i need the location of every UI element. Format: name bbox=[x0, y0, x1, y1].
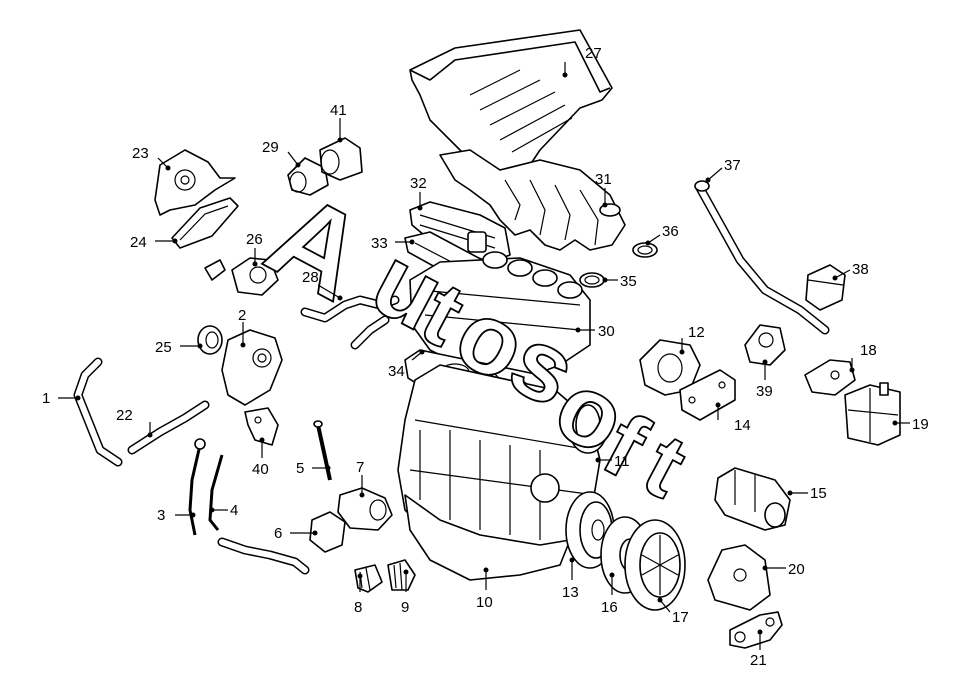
callout-41: 41 bbox=[330, 102, 347, 119]
callout-28: 28 bbox=[302, 269, 319, 286]
part-38-block bbox=[805, 264, 846, 311]
callout-24: 24 bbox=[130, 234, 147, 251]
callout-17: 17 bbox=[672, 609, 689, 626]
part-36-oring bbox=[632, 242, 658, 258]
part-41-intake-duct bbox=[319, 137, 363, 181]
callout-35: 35 bbox=[620, 273, 637, 290]
part-6-housing bbox=[309, 511, 346, 553]
part-8-filter bbox=[354, 564, 383, 593]
part-17-pressure-plate bbox=[624, 519, 686, 611]
callout-13: 13 bbox=[562, 584, 579, 601]
callout-23: 23 bbox=[132, 145, 149, 162]
part-7-outlet bbox=[337, 487, 393, 531]
callout-36: 36 bbox=[662, 223, 679, 240]
part-21-torque-rod bbox=[729, 611, 783, 649]
callout-30: 30 bbox=[598, 323, 615, 340]
callout-2: 2 bbox=[238, 307, 246, 324]
part-2-front-cover bbox=[221, 329, 283, 406]
callout-14: 14 bbox=[734, 417, 751, 434]
part-28-coolant-pipe bbox=[300, 295, 400, 350]
part-37-hose bbox=[694, 180, 830, 335]
part-20-mount-bracket bbox=[707, 544, 771, 611]
callout-29: 29 bbox=[262, 139, 279, 156]
part-24-timing-belt bbox=[171, 197, 239, 249]
callout-31: 31 bbox=[595, 171, 612, 188]
callout-20: 20 bbox=[788, 561, 805, 578]
callout-38: 38 bbox=[852, 261, 869, 278]
part-14-bracket bbox=[679, 369, 736, 421]
callout-27: 27 bbox=[585, 45, 602, 62]
part-15-starter bbox=[714, 467, 791, 531]
callout-33: 33 bbox=[371, 235, 388, 252]
part-12-mount bbox=[639, 339, 701, 396]
callout-18: 18 bbox=[860, 342, 877, 359]
part-3-dipstick-tube bbox=[188, 438, 206, 536]
callout-7: 7 bbox=[356, 459, 364, 476]
part-39-egr-valve bbox=[744, 324, 786, 366]
callout-22: 22 bbox=[116, 407, 133, 424]
callout-5: 5 bbox=[296, 460, 304, 477]
callout-1: 1 bbox=[42, 390, 50, 407]
callout-4: 4 bbox=[230, 502, 238, 519]
part-11-seal bbox=[567, 396, 609, 454]
part-9-filter bbox=[387, 559, 416, 591]
callout-3: 3 bbox=[157, 507, 165, 524]
part-40-bracket bbox=[244, 407, 279, 446]
callout-10: 10 bbox=[476, 594, 493, 611]
callout-11: 11 bbox=[614, 453, 630, 470]
part-25-pulley bbox=[197, 325, 223, 355]
part-19-reservoir bbox=[844, 382, 901, 446]
callout-16: 16 bbox=[601, 599, 618, 616]
part-4-dipstick-tube bbox=[208, 454, 310, 575]
callout-15: 15 bbox=[810, 485, 827, 502]
callout-19: 19 bbox=[912, 416, 929, 433]
callout-39: 39 bbox=[756, 383, 773, 400]
part-5-sensor bbox=[313, 420, 332, 481]
part-1-hose bbox=[73, 357, 123, 467]
part-23-timing-cover bbox=[154, 149, 236, 216]
callout-9: 9 bbox=[401, 599, 409, 616]
callout-40: 40 bbox=[252, 461, 269, 478]
part-18-bracket bbox=[804, 359, 856, 396]
part-31-intake-manifold bbox=[439, 149, 626, 251]
callout-12: 12 bbox=[688, 324, 705, 341]
part-27-engine-cover bbox=[409, 29, 613, 171]
callout-34: 34 bbox=[388, 363, 405, 380]
callout-26: 26 bbox=[246, 231, 263, 248]
callout-25: 25 bbox=[155, 339, 172, 356]
callout-37: 37 bbox=[724, 157, 741, 174]
part-26-tensioner bbox=[204, 257, 279, 296]
callout-21: 21 bbox=[750, 652, 767, 669]
callout-32: 32 bbox=[410, 175, 427, 192]
callout-6: 6 bbox=[274, 525, 282, 542]
part-35-oring bbox=[579, 272, 605, 288]
part-10-engine-block bbox=[397, 364, 601, 581]
watermark-letter: o bbox=[538, 349, 645, 477]
part-30-cylinder-head bbox=[409, 251, 591, 381]
callout-8: 8 bbox=[354, 599, 362, 616]
callouts: 1 2 3 4 5 6 7 8 9 10 11 12 13 bbox=[42, 45, 929, 669]
part-22-hose bbox=[127, 400, 210, 455]
part-32-valve-cover bbox=[409, 201, 511, 263]
